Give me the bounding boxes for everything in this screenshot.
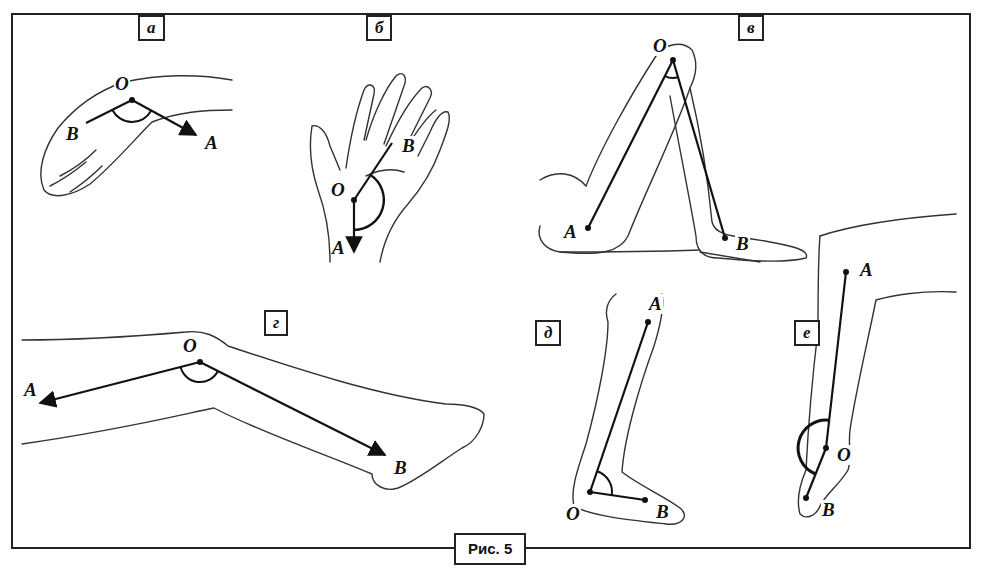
point-label: О: [182, 336, 198, 356]
angle-lines: [40, 60, 846, 500]
point-label: О: [330, 180, 346, 200]
caption-text: Рис. 5: [468, 539, 512, 559]
point-label: О: [114, 74, 130, 94]
panel-letter: в: [747, 18, 755, 38]
panel-letter-box: в: [738, 15, 764, 41]
panel-letter-box: д: [535, 320, 561, 346]
point-label: В: [65, 124, 80, 144]
point-label: В: [393, 458, 408, 478]
point-label: О: [836, 445, 852, 465]
panel-letter: е: [803, 323, 811, 343]
point-label: А: [563, 222, 578, 242]
point-label: В: [821, 500, 836, 520]
panel-letter: а: [147, 18, 156, 38]
point-label: О: [565, 504, 581, 524]
point-label: А: [331, 238, 346, 258]
figure-caption-box: Рис. 5: [454, 533, 526, 565]
point-label: В: [655, 502, 670, 522]
point-label: О: [652, 36, 668, 56]
panel-letter-box: г: [264, 310, 288, 336]
point-label: А: [859, 260, 874, 280]
frame: [12, 14, 970, 548]
point-label: А: [23, 380, 38, 400]
point-label: А: [648, 294, 663, 314]
panel-letter-box: е: [794, 320, 820, 346]
panel-letter: б: [375, 18, 383, 38]
joint-points: [129, 57, 849, 503]
point-label: А: [204, 133, 219, 153]
panel-letter-box: б: [366, 15, 392, 41]
panel-letter: г: [273, 313, 279, 333]
limb-outlines: [22, 44, 956, 524]
point-label: В: [735, 234, 750, 254]
panel-letter: д: [544, 323, 552, 343]
panel-letter-box: а: [138, 15, 165, 41]
point-label: В: [401, 136, 416, 156]
